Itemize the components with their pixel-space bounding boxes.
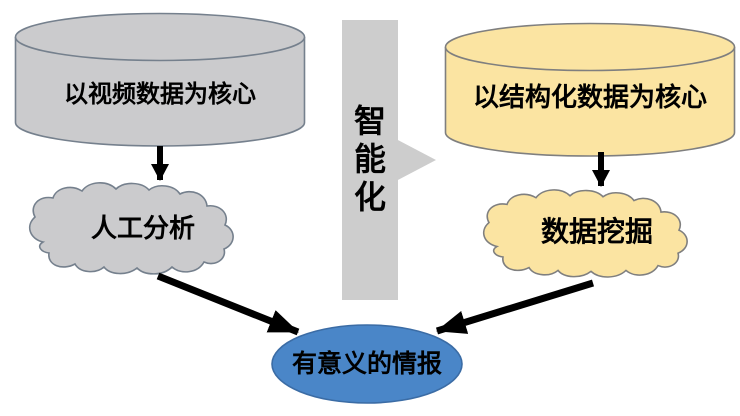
intelligence-bar-right-arrow-icon: [396, 139, 436, 181]
left-cloud-to-result-arrow: [156, 272, 300, 336]
structured-data-cylinder: [444, 22, 736, 157]
structured-data-cylinder-top: [444, 22, 736, 72]
structured-data-cylinder-label: 以结构化数据为核心: [472, 83, 707, 112]
video-data-cylinder: [14, 12, 306, 147]
manual-analysis-cloud-label: 人工分析: [90, 214, 195, 243]
intelligence-bar-label: 智能化: [342, 102, 398, 216]
result-ellipse: [271, 324, 463, 404]
video-data-cylinder-top: [14, 12, 306, 62]
right-cloud-to-result-arrow: [435, 279, 595, 335]
result-ellipse-label: 有意义的情报: [291, 351, 442, 378]
intelligence-bar-label-text: 智能化: [353, 103, 386, 215]
structured-data-cylinder-body: [444, 47, 736, 157]
intelligence-bar: [342, 20, 398, 300]
data-mining-cloud-label: 数据挖掘: [540, 217, 653, 248]
video-data-cylinder-label: 以视频数据为核心: [64, 82, 256, 108]
